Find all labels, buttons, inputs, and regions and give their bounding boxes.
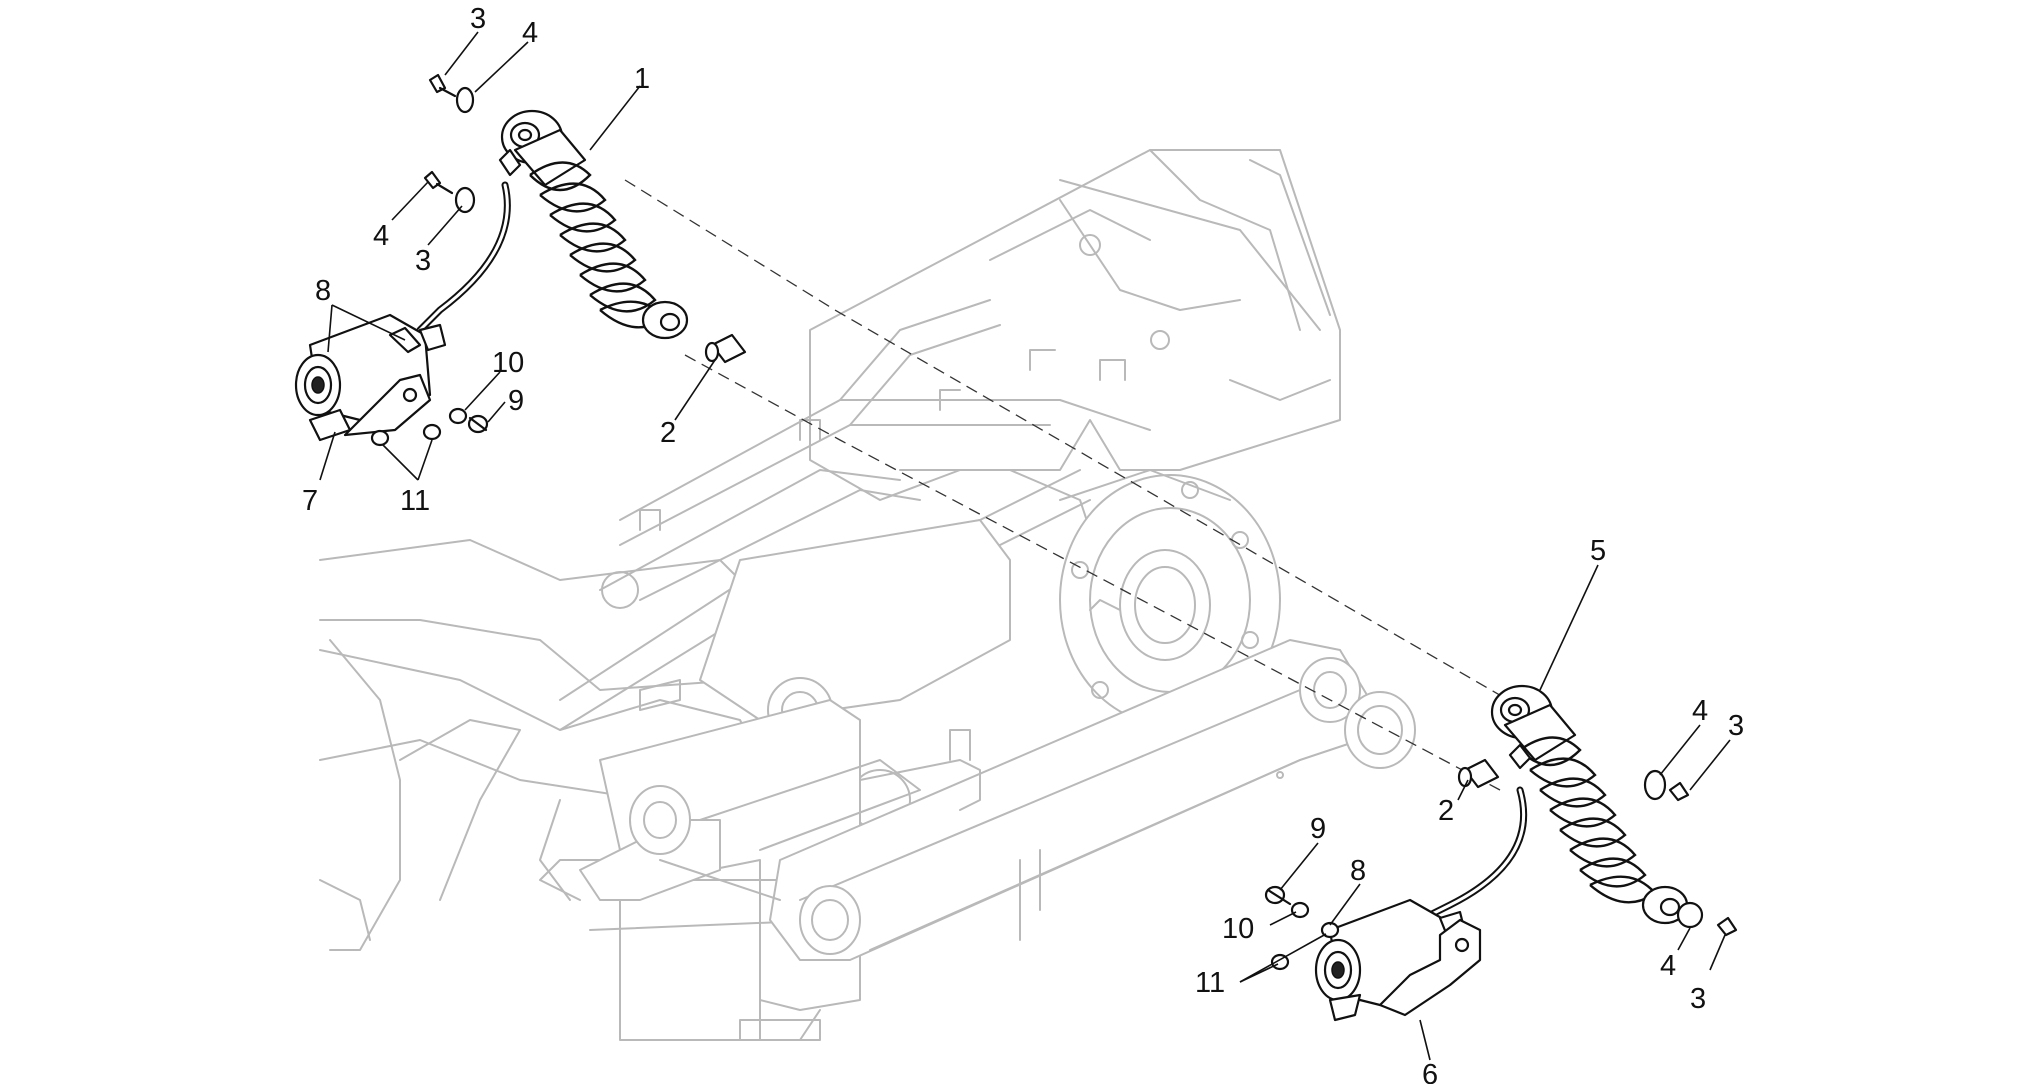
callout-8-right: 8 <box>1350 855 1366 887</box>
screw-3-lower-right <box>1716 916 1738 937</box>
washer-3-mid-left <box>454 186 476 214</box>
motorcycle-frame <box>319 149 1416 1041</box>
washer-4-lower-right <box>1676 901 1704 929</box>
callout-4-mid-left: 4 <box>373 220 389 252</box>
reservoir-bracket-right <box>1328 918 1482 1022</box>
bolt-9-left <box>467 414 489 434</box>
lower-cradle <box>579 679 981 955</box>
washer-10-right <box>1290 901 1310 919</box>
callout-9-right: 9 <box>1310 813 1326 845</box>
callout-1: 1 <box>634 63 650 95</box>
callout-7: 7 <box>302 485 318 517</box>
hardware-left <box>370 73 747 447</box>
washer-10-left <box>448 407 468 425</box>
shock-absorber-right <box>1490 684 1689 925</box>
washer-4-upper-right <box>1643 769 1667 801</box>
nut-11b-right <box>1320 921 1340 939</box>
callout-8-left: 8 <box>315 275 331 307</box>
callout-2-left: 2 <box>660 417 676 449</box>
callout-3-upper-right: 3 <box>1728 710 1744 742</box>
callout-3-lower-right: 3 <box>1690 983 1706 1015</box>
shock-absorber-left <box>498 109 689 340</box>
callout-labels: 3 4 1 4 3 8 10 9 2 7 11 5 4 3 2 9 8 10 1… <box>302 3 1744 1084</box>
final-drive-hub <box>1059 469 1281 726</box>
swingarm <box>769 639 1416 961</box>
nut-11a-left <box>370 429 390 447</box>
callout-4-top-left: 4 <box>522 17 538 49</box>
callout-9-left: 9 <box>508 385 524 417</box>
reservoir-hose-right <box>1426 786 1528 919</box>
callout-5: 5 <box>1590 535 1606 567</box>
callout-4-upper-right: 4 <box>1692 695 1708 727</box>
callout-4-lower-right: 4 <box>1660 950 1676 982</box>
reservoir-left <box>294 313 447 422</box>
callout-10-left: 10 <box>492 347 524 379</box>
callout-2-right: 2 <box>1438 795 1454 827</box>
pin-2-right <box>1457 758 1500 789</box>
hardware-right <box>1264 758 1738 971</box>
screw-3-top-left <box>428 73 457 98</box>
pin-2-left <box>704 333 747 364</box>
reservoir-hose-left <box>416 181 511 334</box>
nut-11b-left <box>422 423 442 441</box>
spring-coil-right <box>1519 736 1657 904</box>
callout-3-top-left: 3 <box>470 3 486 35</box>
screw-3-upper-right <box>1668 781 1690 802</box>
reservoir-bracket-left <box>308 373 432 442</box>
callout-leader-lines <box>319 31 1731 1061</box>
bolt-9-right <box>1264 885 1292 906</box>
callout-6: 6 <box>1422 1059 1438 1084</box>
callout-11-right: 11 <box>1195 967 1225 999</box>
assembly-axis-lines <box>624 179 1561 791</box>
callout-11-left: 11 <box>400 485 430 517</box>
washer-4-top-left <box>455 86 475 114</box>
spring-coil-left <box>529 161 667 329</box>
callout-3-mid-left: 3 <box>415 245 431 277</box>
screw-4-mid-left <box>423 170 454 195</box>
callout-10-right: 10 <box>1222 913 1254 945</box>
